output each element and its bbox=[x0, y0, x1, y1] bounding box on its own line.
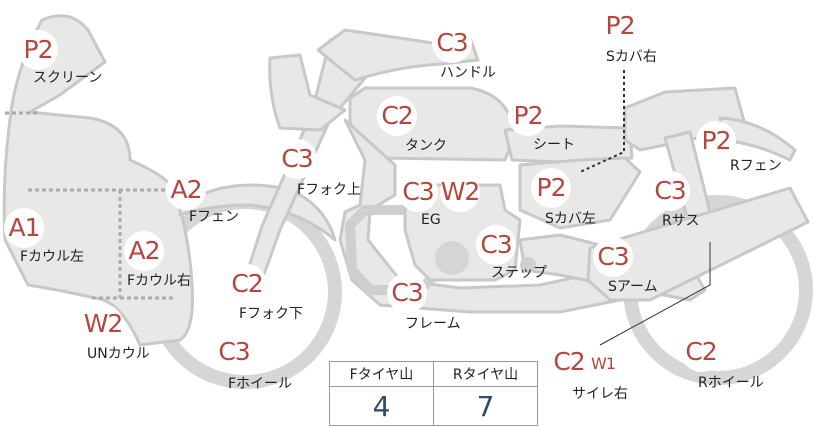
part-label-muffler-right: サイレ右 bbox=[572, 386, 628, 402]
grade-marker-under-cowl: W2 bbox=[83, 304, 123, 344]
grade-marker-swing-arm: C3 bbox=[593, 237, 633, 277]
grade-marker-screen: P2 bbox=[18, 30, 58, 70]
rear-tire-label: Rタイヤ山 bbox=[433, 361, 538, 387]
grade-marker-muffler-right: C2 bbox=[549, 342, 589, 382]
front-tire-label: Fタイヤ山 bbox=[329, 361, 434, 387]
part-label-frame: フレーム bbox=[405, 316, 461, 332]
part-label-rear-wheel: Rホイール bbox=[698, 375, 764, 391]
part-label-under-cowl: UNカウル bbox=[87, 346, 150, 362]
grade-marker-front-fork-upper: C3 bbox=[277, 139, 317, 179]
grade-marker-seat: P2 bbox=[508, 96, 548, 136]
grade-marker-front-cowl-left: A1 bbox=[4, 208, 44, 248]
part-label-side-cover-right: Sカバ右 bbox=[606, 49, 657, 65]
grade-marker-frame: C3 bbox=[387, 273, 427, 313]
grade-marker-rear-wheel: C2 bbox=[681, 332, 721, 372]
part-label-front-wheel: Fホイール bbox=[228, 376, 293, 392]
grade-marker-front-fender: A2 bbox=[166, 170, 206, 210]
part-label-side-cover-left: Sカバ左 bbox=[545, 211, 596, 227]
grade-marker-muffler-right-2: W1 bbox=[589, 350, 617, 378]
part-label-front-fork-upper: Fフォク上 bbox=[297, 182, 362, 198]
grade-marker-rear-fender: P2 bbox=[696, 121, 736, 161]
part-label-front-cowl-left: Fカウル左 bbox=[20, 249, 85, 265]
grade-marker-side-cover-right: P2 bbox=[600, 6, 640, 46]
grade-marker-front-cowl-right: A2 bbox=[124, 231, 164, 271]
part-label-engine: EG bbox=[421, 212, 441, 228]
grade-marker-rear-suspension: C3 bbox=[650, 171, 690, 211]
part-label-seat: シート bbox=[533, 137, 575, 153]
part-label-front-fork-lower: Fフォク下 bbox=[239, 306, 304, 322]
part-label-front-fender: Fフェン bbox=[189, 209, 240, 225]
grade-marker-front-fork-lower: C2 bbox=[227, 264, 267, 304]
part-label-rear-fender: Rフェン bbox=[730, 158, 782, 174]
tire-tread-table: Fタイヤ山 Rタイヤ山 4 7 bbox=[329, 361, 538, 426]
part-label-screen: スクリーン bbox=[33, 70, 103, 86]
part-label-rear-suspension: Rサス bbox=[662, 213, 700, 229]
part-label-step: ステップ bbox=[491, 265, 547, 281]
grade-marker-front-wheel: C3 bbox=[214, 332, 254, 372]
part-label-tank: タンク bbox=[405, 138, 447, 154]
grade-marker-handle: C3 bbox=[432, 23, 472, 63]
grade-marker-side-cover-left: P2 bbox=[531, 168, 571, 208]
part-label-swing-arm: Sアーム bbox=[608, 279, 658, 295]
front-tire-value: 4 bbox=[329, 386, 434, 426]
grade-marker-engine-2: W2 bbox=[440, 172, 480, 212]
part-label-handle: ハンドル bbox=[440, 65, 496, 81]
part-label-front-cowl-right: Fカウル右 bbox=[127, 273, 192, 289]
grade-marker-tank: C2 bbox=[377, 96, 417, 136]
rear-tire-value: 7 bbox=[433, 386, 538, 426]
grade-marker-engine-1: C3 bbox=[398, 172, 438, 212]
grade-marker-step: C3 bbox=[476, 225, 516, 265]
